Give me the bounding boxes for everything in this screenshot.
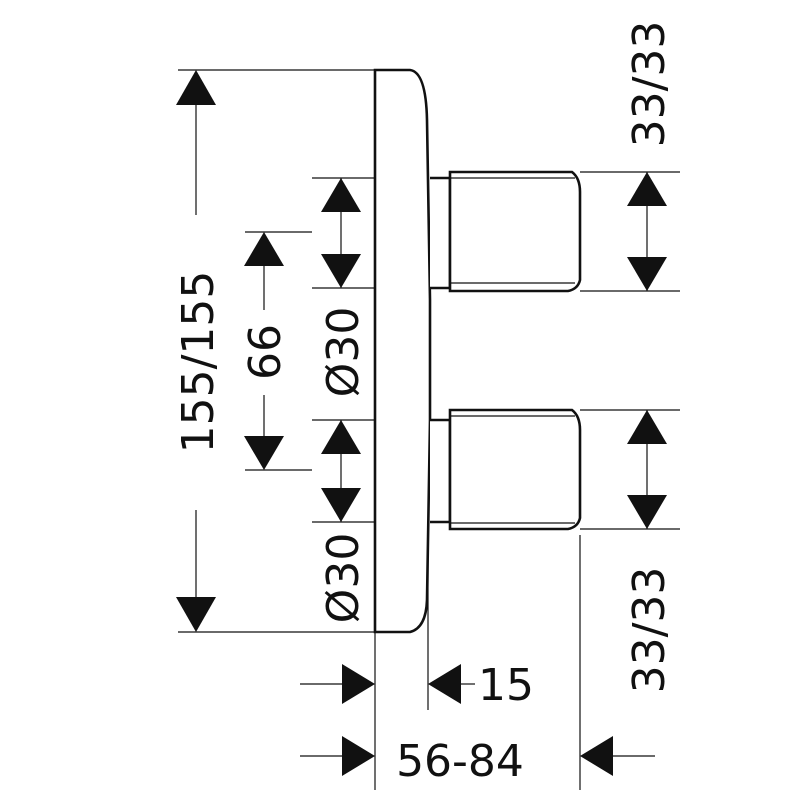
knob-spacing-label: 66 bbox=[240, 324, 291, 380]
plate-thickness-label: 15 bbox=[478, 660, 534, 711]
dimension-plate-thickness: 15 bbox=[300, 660, 534, 711]
dimension-installation-depth: 56-84 bbox=[300, 736, 655, 787]
lower-diameter-label: Ø30 bbox=[318, 533, 369, 624]
overall-height-label: 155/155 bbox=[173, 271, 224, 454]
escutcheon-plate bbox=[373, 68, 432, 634]
dimension-upper-diameter: Ø30 bbox=[318, 178, 369, 397]
dimension-upper-knob-length: 33/33 bbox=[624, 21, 675, 291]
extension-lines bbox=[178, 69, 680, 790]
upper-handle bbox=[430, 170, 582, 293]
dimension-lower-knob-length: 33/33 bbox=[624, 410, 675, 693]
dimension-knob-spacing: 66 bbox=[240, 232, 291, 470]
upper-knob-length-label: 33/33 bbox=[624, 21, 675, 148]
installation-depth-label: 56-84 bbox=[396, 736, 524, 787]
dimension-overall-height: 155/155 bbox=[173, 70, 224, 632]
lower-knob-length-label: 33/33 bbox=[624, 567, 675, 694]
upper-diameter-label: Ø30 bbox=[318, 307, 369, 398]
lower-handle bbox=[430, 408, 582, 531]
dimension-lower-diameter: Ø30 bbox=[318, 420, 369, 623]
